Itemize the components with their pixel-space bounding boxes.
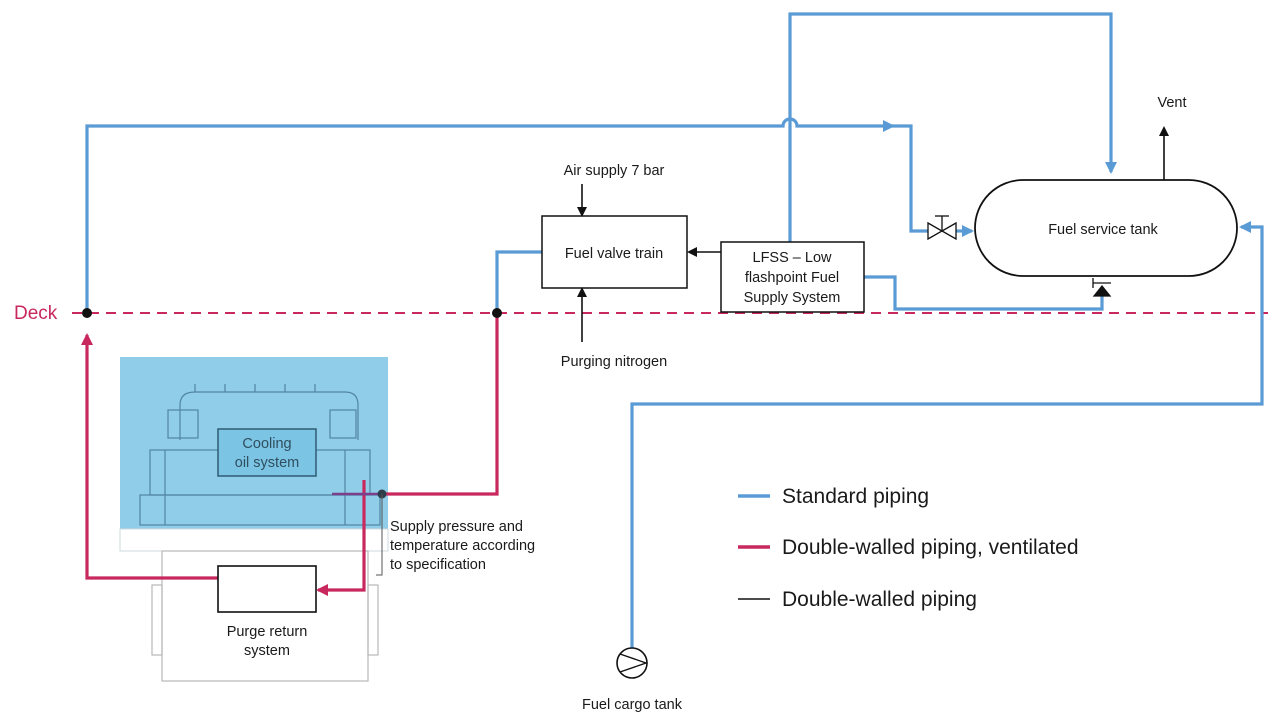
lfss-label-3: Supply System <box>744 290 841 306</box>
red-pipe-deck-to-engine <box>382 313 499 496</box>
purge-return-label-2: system <box>244 643 290 659</box>
lfss-box <box>720 241 865 313</box>
purge-housing-outline <box>151 550 379 682</box>
red-pipe-engine-to-purge <box>316 480 366 596</box>
supply-pressure-label-1: Supply pressure and <box>390 519 523 535</box>
fuel-service-tank <box>974 179 1238 277</box>
pipe-to-tank-valve <box>893 124 928 233</box>
junction-dot-mid <box>492 308 502 318</box>
check-valve-icon <box>1092 278 1112 297</box>
purging-nitrogen-label: Purging nitrogen <box>561 354 667 370</box>
pump-icon <box>616 647 649 679</box>
supply-pressure-label-3: to specification <box>390 557 486 573</box>
deck-label: Deck <box>14 303 58 324</box>
cooling-oil-system-box <box>217 428 317 477</box>
supply-pressure-leader <box>376 494 383 576</box>
legend: Standard piping Double-walled piping, ve… <box>738 485 1079 611</box>
legend-ventilated-label: Double-walled piping, ventilated <box>782 536 1079 559</box>
fuel-valve-train-label: Fuel valve train <box>565 246 663 262</box>
fuel-valve-train-box <box>541 215 688 289</box>
standard-piping-network <box>85 12 1264 650</box>
pipe-lfss-to-tank-bottom <box>864 275 1104 311</box>
lfss-label-1: LFSS – Low <box>753 250 833 266</box>
pipe-valve-train-to-deck <box>495 250 542 313</box>
purge-return-box <box>217 565 317 613</box>
fuel-cargo-tank-label: Fuel cargo tank <box>582 697 683 713</box>
supply-pressure-label-2: temperature according <box>390 538 535 554</box>
purge-return-label-1: Purge return <box>227 624 308 640</box>
pipe-lfss-up-to-tank <box>788 12 1117 242</box>
cooling-label-2: oil system <box>235 455 299 471</box>
air-supply-label: Air supply 7 bar <box>564 163 665 179</box>
pipe-cargo-return <box>630 221 1264 650</box>
lfss-label-2: flashpoint Fuel <box>745 270 839 286</box>
vent-label: Vent <box>1157 95 1186 111</box>
legend-standard-label: Standard piping <box>782 485 929 508</box>
red-pipe-purge-to-deck <box>81 333 218 580</box>
legend-double-label: Double-walled piping <box>782 588 977 611</box>
fuel-service-tank-label: Fuel service tank <box>1048 222 1158 238</box>
cooling-label-1: Cooling <box>242 436 291 452</box>
junction-dot-left <box>82 308 92 318</box>
valve-icon <box>927 215 957 241</box>
ventilated-piping-network <box>81 313 499 596</box>
